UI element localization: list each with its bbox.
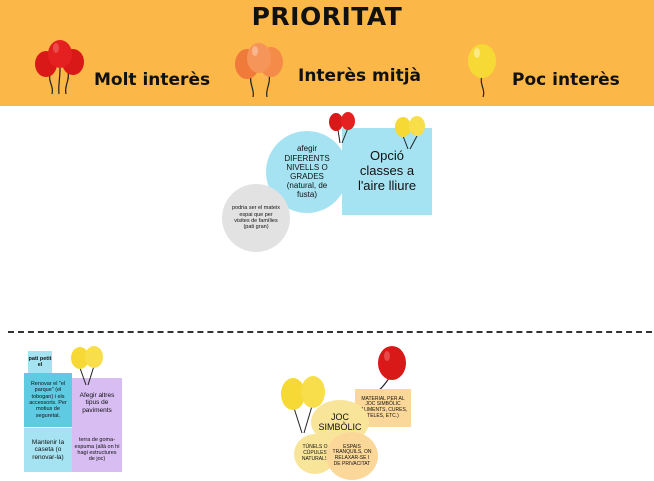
section-divider bbox=[8, 331, 652, 333]
sticky-note-paviments[interactable]: Afegir altres tipus de paviments bbox=[72, 378, 122, 428]
legend-low-interest-label: Poc interès bbox=[512, 70, 620, 90]
sticky-note-espais-tranquils[interactable]: ESPAIS TRANQUILS, ON RELAXAR-SE I DE PRI… bbox=[326, 432, 378, 480]
sticky-note-tunels[interactable]: TÚNELS O CÚPULES NATURALS bbox=[294, 434, 336, 474]
sticky-note-renovar-parque[interactable]: Renovar el "el parque" (el tobogan) i el… bbox=[24, 373, 72, 427]
note-families-text: podria ser el mateix espai que per visit… bbox=[232, 205, 280, 231]
priority-header bbox=[0, 0, 654, 106]
note-espais-text: ESPAIS TRANQUILS, ON RELAXAR-SE I DE PRI… bbox=[332, 443, 372, 467]
red-balloon-icon bbox=[366, 345, 410, 397]
note-material-text: MATERIAL PER AL JOC SIMBÒLIC (ALIMENTS, … bbox=[358, 395, 408, 419]
yellow-balloons-icon bbox=[66, 344, 108, 386]
note-joc-text: JOC SIMBÒLIC bbox=[318, 411, 362, 432]
red-balloons-icon bbox=[326, 110, 358, 144]
legend-high-interest-label: Molt interès bbox=[94, 70, 211, 90]
sticky-note-terra-goma[interactable]: terra de goma-espuma (allà on hi hagi es… bbox=[72, 428, 122, 472]
note-outdoor-text: Opció classes a l'aire lliure bbox=[357, 148, 417, 193]
yellow-balloons-icon bbox=[392, 114, 428, 150]
sticky-note-small-playground[interactable]: pati petit el bbox=[28, 351, 52, 373]
note-paviments-text: Afegir altres tipus de paviments bbox=[79, 391, 115, 414]
sticky-note-caseta[interactable]: Mantenir la caseta (o renovar-la) bbox=[24, 428, 72, 472]
red-balloons-icon bbox=[30, 38, 90, 96]
note-tunels-text: TÚNELS O CÚPULES NATURALS bbox=[301, 444, 329, 462]
yellow-balloons-icon bbox=[278, 374, 328, 434]
page-title: PRIORITAT bbox=[251, 2, 403, 31]
note-caseta-text: Mantenir la caseta (o renovar-la) bbox=[31, 438, 65, 461]
note-terra-text: terra de goma-espuma (allà on hi hagi es… bbox=[74, 437, 120, 463]
orange-balloons-icon bbox=[229, 40, 289, 98]
sticky-note-levels[interactable]: afegir DIFERENTS NIVELLS O GRADES (natur… bbox=[266, 131, 348, 213]
sticky-note-families[interactable]: podria ser el mateix espai que per visit… bbox=[222, 184, 290, 252]
sticky-note-outdoor-classes[interactable]: Opció classes a l'aire lliure bbox=[342, 128, 432, 215]
legend-medium-interest-label: Interès mitjà bbox=[298, 66, 422, 86]
note-renovar-text: Renovar el "el parque" (el tobogan) i el… bbox=[29, 381, 67, 419]
yellow-balloon-icon bbox=[462, 40, 502, 98]
note-small-text: pati petit el bbox=[28, 355, 52, 368]
note-levels-text: afegir DIFERENTS NIVELLS O GRADES (natur… bbox=[284, 144, 330, 200]
